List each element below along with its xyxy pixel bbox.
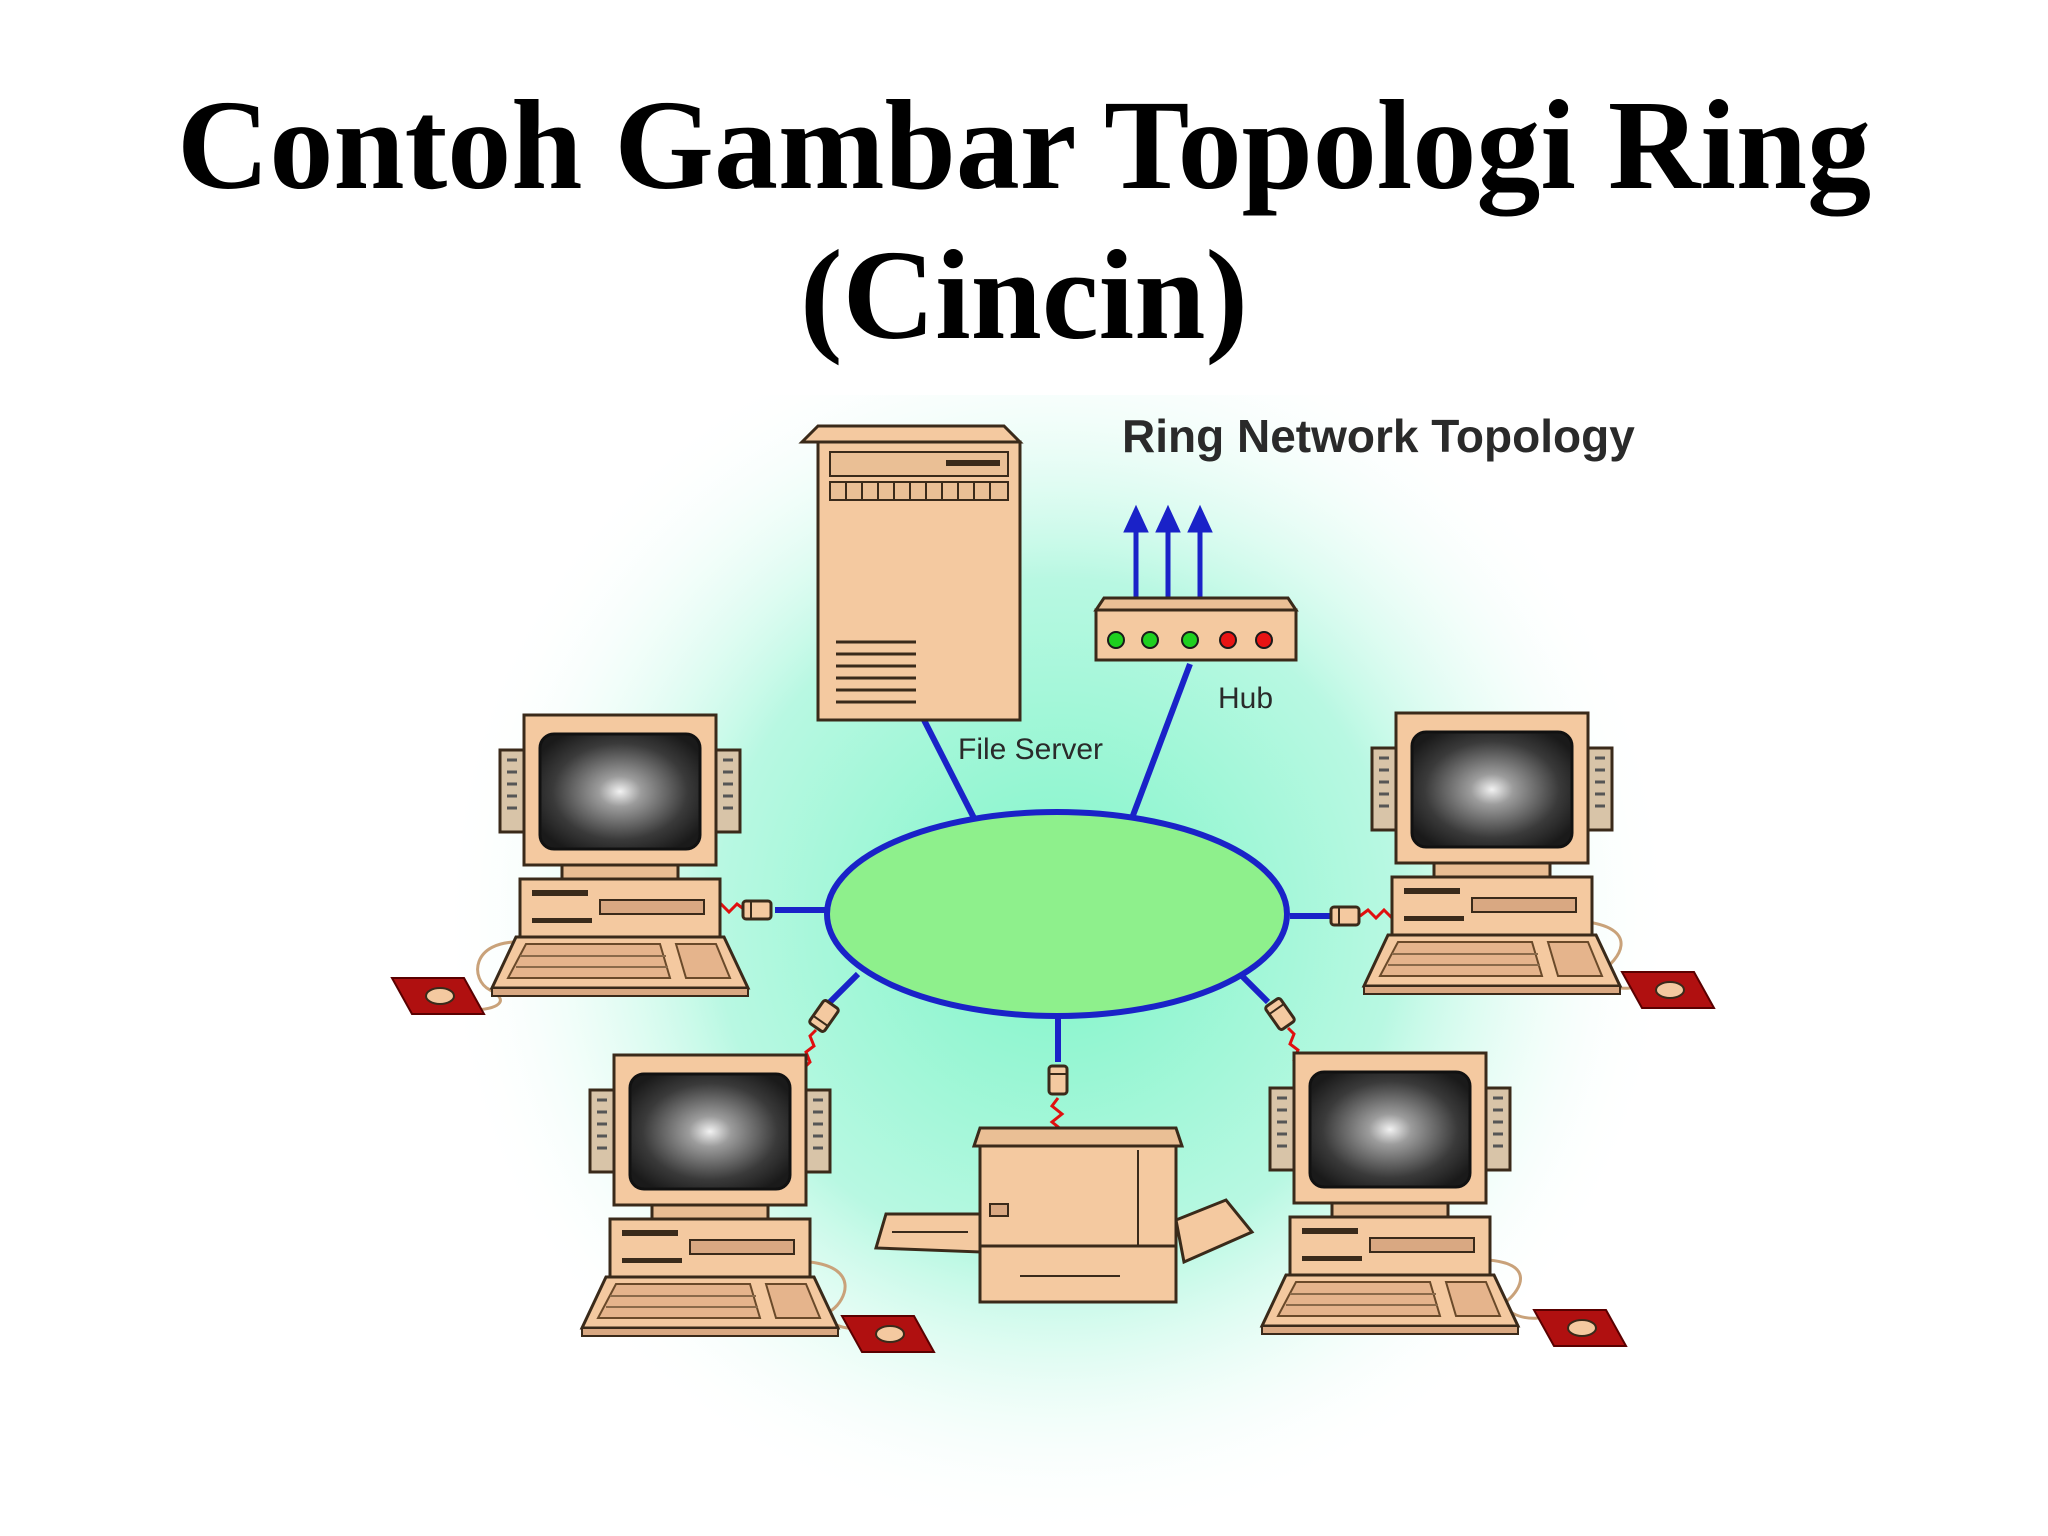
diagram-heading: Ring Network Topology (1122, 410, 1635, 462)
ring-topology-diagram: Ring Network Topology (380, 395, 2048, 1536)
server-icon (798, 424, 1024, 722)
computer-icon (1260, 1051, 1520, 1336)
connector-icon (1329, 905, 1361, 927)
hub-label: Hub (1218, 682, 1273, 715)
file-server-label: File Server (958, 733, 1103, 766)
printer-icon (874, 1126, 1255, 1304)
computer-icon (580, 1053, 840, 1338)
slide-title-line-2: (Cincin) (800, 224, 1248, 366)
slide-title-line-1: Contoh Gambar Topologi Ring (176, 74, 1872, 216)
connector-icon (741, 899, 773, 921)
computer-icon (490, 713, 750, 998)
ring-network (824, 809, 1290, 1019)
computer-icon (1362, 711, 1622, 996)
connector-icon (1047, 1064, 1069, 1096)
hub-icon (1093, 504, 1299, 662)
slide-title: Contoh Gambar Topologi Ring (Cincin) (0, 70, 2048, 370)
ring-cables (775, 662, 1330, 1062)
